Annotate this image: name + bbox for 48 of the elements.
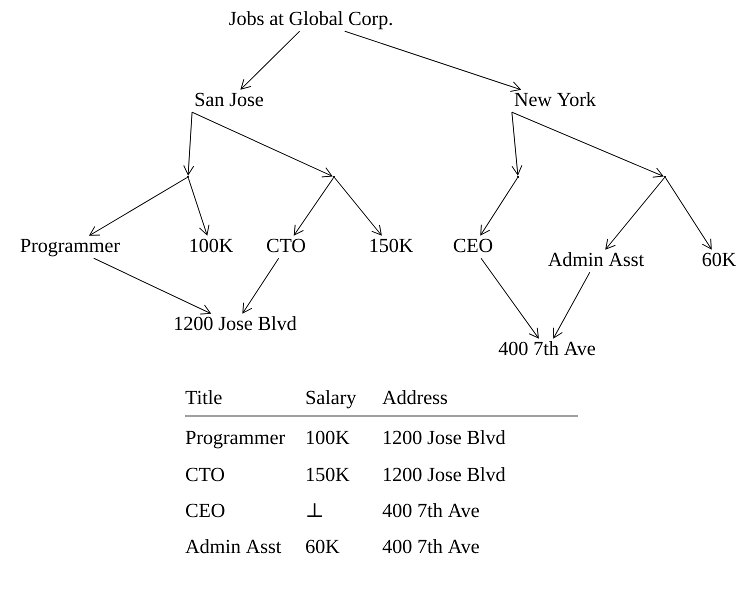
arrow [242, 258, 280, 314]
arrow [88, 177, 188, 236]
table-cell: CTO [186, 468, 224, 482]
arrow [334, 178, 382, 236]
column-header: Salary [306, 390, 356, 408]
node-label: Jobs at Global Corp. [229, 11, 392, 30]
table-cell: 100K [306, 430, 350, 444]
arrow [93, 258, 212, 315]
table-cell: 1200 Jose Blvd [384, 467, 506, 482]
branch-point [516, 176, 520, 178]
branch-point [664, 176, 666, 178]
arrow [665, 178, 712, 250]
arrow [480, 178, 518, 236]
arrow [344, 30, 522, 92]
node-label: CEO [454, 238, 492, 252]
table-cell: ⊥ [307, 503, 322, 517]
column-header: Address [382, 390, 448, 404]
arrow [294, 178, 334, 236]
table-cell: 400 7th Ave [382, 539, 479, 554]
table-cell: 60K [306, 540, 340, 554]
node-label: CTO [267, 238, 305, 252]
node-label: 60K [702, 252, 736, 266]
table-cell: 150K [306, 468, 350, 482]
column-header: Title [186, 390, 222, 404]
table-cell: CEO [186, 504, 224, 518]
arrow [511, 112, 522, 176]
branch-point [332, 176, 336, 178]
table-cell: 400 7th Ave [382, 503, 479, 518]
arrow [480, 258, 539, 339]
arrow [511, 112, 664, 178]
arrow [553, 272, 590, 339]
table-cell: 1200 Jose Blvd [384, 430, 506, 444]
node-label: New York [514, 92, 596, 106]
node-label: 150K [370, 238, 414, 252]
node-label: 100K [190, 238, 234, 252]
arrow [183, 112, 194, 176]
node-label: 1200 Jose Blvd [175, 316, 296, 330]
table-cell: Admin Asst [185, 539, 282, 554]
node-label: 400 7th Ave [498, 341, 596, 356]
table-cell: Programmer [186, 430, 285, 448]
arrow [192, 112, 333, 178]
arrow [240, 30, 300, 90]
node-label: Admin Asst [548, 252, 644, 266]
node-label: Programmer [20, 238, 120, 256]
branch-point [186, 176, 190, 178]
node-label: San Jose [196, 92, 264, 106]
arrow [605, 178, 665, 250]
arrow [188, 178, 210, 236]
